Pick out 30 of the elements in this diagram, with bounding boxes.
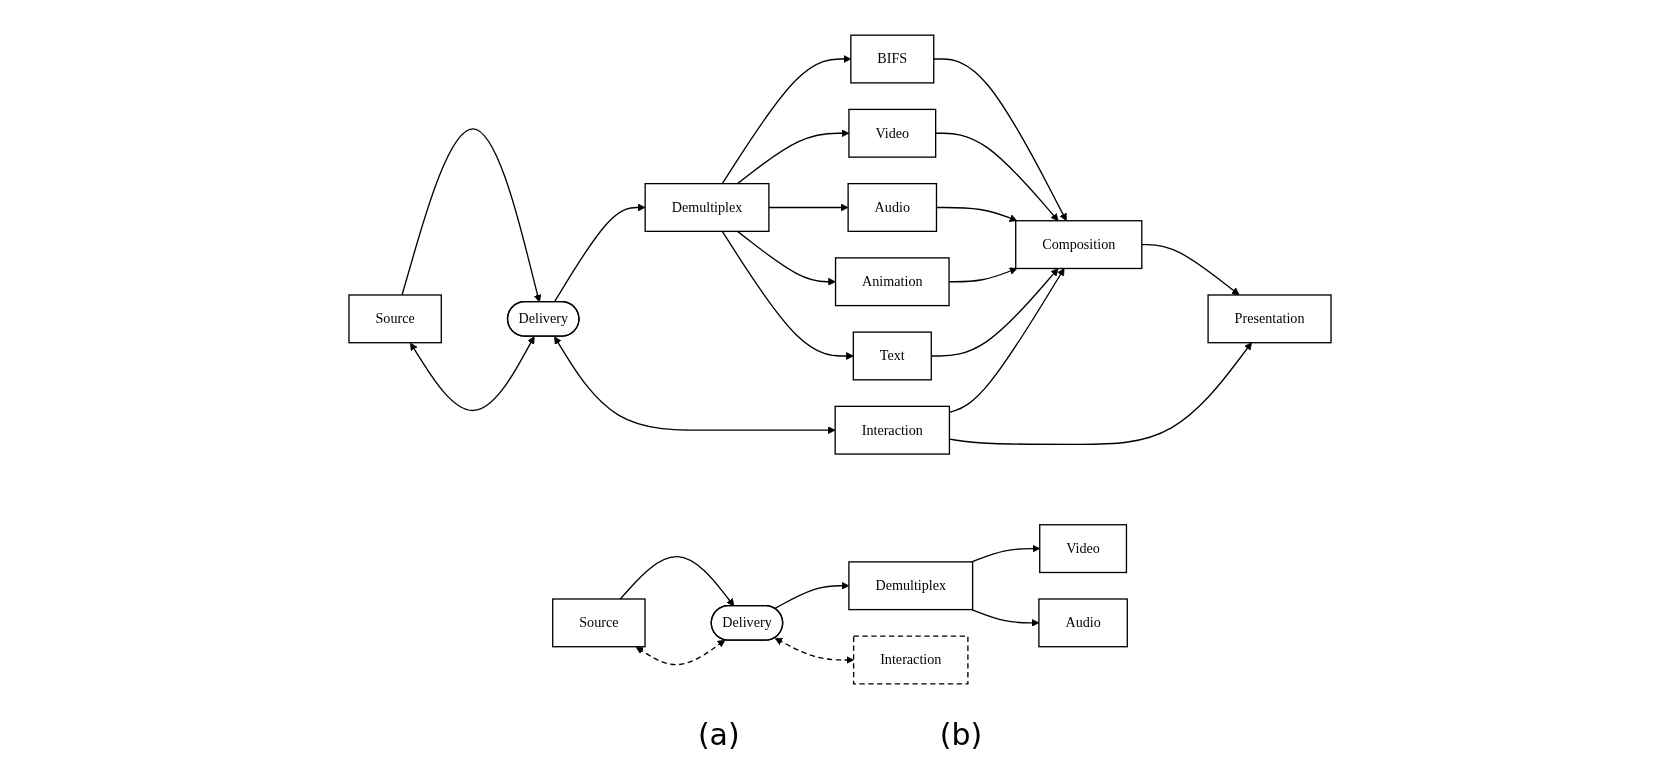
arrow: [401, 128, 542, 303]
node-box: Audio: [1038, 598, 1128, 648]
node-box: Source: [348, 294, 442, 344]
panel-caption: (a): [697, 717, 740, 752]
arrow: [410, 336, 535, 412]
panel-caption: (b): [939, 717, 983, 752]
arrow: [768, 203, 849, 212]
node-box: Interaction: [834, 405, 951, 455]
arrow: [933, 58, 1067, 222]
arrow: [774, 637, 854, 664]
arrow: [935, 132, 1059, 222]
arrow: [554, 336, 836, 435]
node-box: Demultiplex: [848, 561, 974, 611]
node-box: BIFS: [850, 34, 935, 84]
arrow: [553, 203, 646, 303]
node-box: Video: [848, 108, 937, 158]
arrow: [721, 230, 854, 360]
node-box: Video: [1039, 524, 1128, 574]
node-box: Demultiplex: [644, 182, 770, 233]
node-box: Animation: [834, 257, 950, 307]
arrow: [1141, 243, 1240, 296]
arrow: [635, 639, 726, 666]
node-box: Audio: [847, 182, 938, 233]
node-box: Text: [852, 331, 932, 381]
node-box: Composition: [1015, 220, 1143, 270]
node-box: Interaction: [852, 635, 969, 685]
arrow: [619, 556, 735, 607]
node-box: Source: [552, 598, 646, 648]
node-box: Presentation: [1207, 294, 1332, 344]
arrow: [736, 230, 836, 286]
